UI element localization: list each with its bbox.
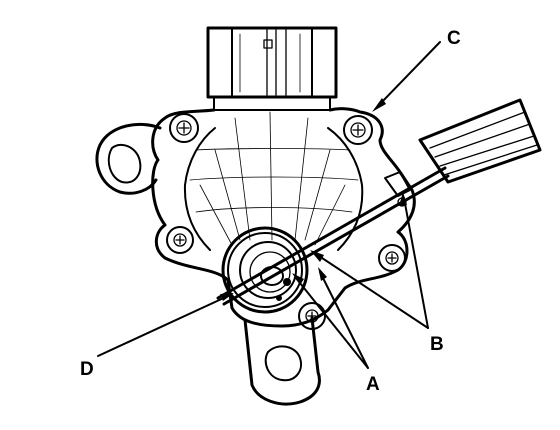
shaft-hub bbox=[221, 226, 309, 314]
bolt-bottom bbox=[298, 302, 326, 330]
alignment-rod bbox=[216, 166, 450, 306]
bolt-mid-right bbox=[378, 244, 406, 272]
callout-b: B bbox=[430, 334, 444, 355]
callout-d: D bbox=[80, 359, 94, 380]
callout-a: A bbox=[366, 374, 380, 395]
bolt-top-right bbox=[343, 115, 373, 145]
left-mounting-ear bbox=[95, 122, 162, 195]
leader-lines bbox=[97, 41, 441, 369]
bottom-tab bbox=[243, 316, 321, 406]
tool-handle bbox=[384, 98, 542, 207]
connector-housing bbox=[206, 26, 338, 111]
bolt-top-left bbox=[169, 113, 199, 143]
callout-c: C bbox=[447, 28, 461, 49]
bolt-mid-left bbox=[166, 226, 194, 254]
